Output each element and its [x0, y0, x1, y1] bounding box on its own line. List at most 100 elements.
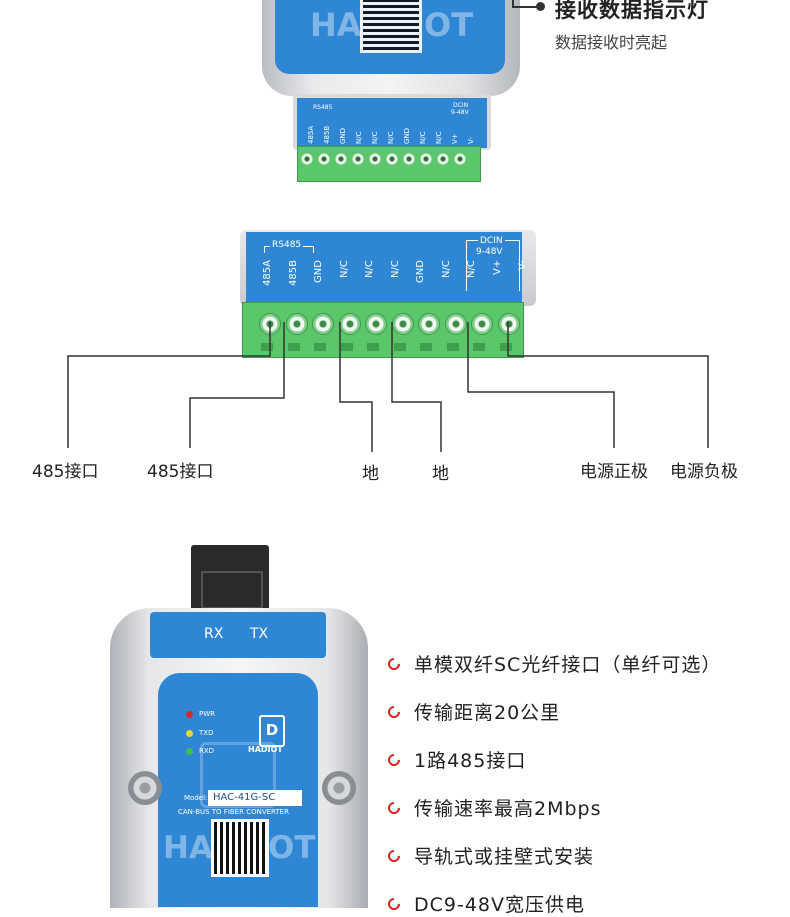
- top-terminal-screw: [386, 153, 398, 165]
- screw-row: [243, 313, 523, 337]
- model-value: HAC-41G-SC: [213, 792, 276, 803]
- port-panel: RX TX: [150, 612, 326, 658]
- bullet-icon: [385, 895, 403, 912]
- watermark-logo-icon: [200, 742, 276, 808]
- top-terminal-screw: [335, 153, 347, 165]
- feature-item: 传输速率最高2Mbps: [385, 794, 602, 821]
- fiber-connector: [191, 545, 269, 615]
- tx-label: TX: [250, 626, 269, 642]
- top-rs485-label: RS485: [313, 104, 333, 111]
- bullet-icon: [385, 703, 403, 720]
- top-terminal-screw: [369, 153, 381, 165]
- feature-item: 单模双纤SC光纤接口（单纤可选）: [385, 650, 722, 677]
- led-txd: [186, 730, 193, 737]
- led-pwr-label: PWR: [199, 710, 216, 718]
- callout-gnd1: 地: [362, 464, 379, 484]
- top-screw-row: [301, 153, 466, 165]
- model-box: HAC-41G-SC: [208, 790, 302, 806]
- terminal-screw: [365, 313, 387, 335]
- terminal-tab: [393, 343, 406, 351]
- terminal-tab: [261, 343, 273, 351]
- model-prefix: Model:: [184, 794, 208, 802]
- device-brand-right: OT: [268, 830, 316, 866]
- device-qr-code: [211, 819, 269, 877]
- rx-label: RX: [204, 626, 224, 642]
- terminal-screw: [338, 313, 361, 335]
- line-vplus: [467, 322, 615, 448]
- top-brand-right: OT: [424, 6, 474, 44]
- callout-vplus: 电源正极: [580, 462, 648, 482]
- callout-vminus: 电源负极: [670, 462, 738, 482]
- terminal-screw: [418, 313, 440, 335]
- top-terminal-screw: [318, 153, 330, 165]
- line-vminus: [507, 322, 709, 448]
- terminal-tab: [340, 343, 353, 351]
- tab-row: [243, 343, 523, 353]
- top-terminal-screw: [301, 153, 313, 165]
- bullet-icon: [385, 751, 403, 768]
- right-mount-screw: [322, 771, 356, 805]
- feature-text: DC9-48V宽压供电: [414, 894, 586, 916]
- terminal-screw: [285, 313, 308, 335]
- left-mount-screw: [128, 771, 162, 805]
- led-pwr: [186, 711, 193, 718]
- led-rxd: [186, 748, 193, 755]
- top-terminal-screw: [420, 153, 432, 165]
- terminal-tab: [314, 343, 326, 351]
- indicator-title: 接收数据指示灯: [555, 0, 709, 22]
- terminal-tab: [367, 343, 379, 351]
- indicator-pointer-line-h: [512, 6, 540, 8]
- terminal-screw: [444, 313, 467, 335]
- led-txd-label: TXD: [199, 729, 214, 737]
- voltage-label: 9-48V: [476, 247, 503, 257]
- top-terminal-screw: [403, 153, 415, 165]
- terminal-tab: [287, 343, 300, 351]
- feature-text: 导轨式或挂壁式安装: [414, 846, 595, 868]
- indicator-pointer-line: [512, 0, 514, 7]
- fiber-connector-inner: [201, 571, 263, 609]
- bullet-icon: [385, 655, 403, 672]
- indicator-pointer-dot: [536, 2, 545, 11]
- terminal-tab: [473, 343, 485, 351]
- feature-text: 1路485接口: [414, 750, 527, 772]
- feature-item: 导轨式或挂壁式安装: [385, 842, 595, 869]
- terminal-block: [242, 302, 524, 358]
- top-qr-code: [360, 0, 422, 53]
- callout-485b: 485接口: [147, 462, 214, 482]
- line-gnd1: [339, 322, 373, 452]
- device-subtitle: CAN-BUS TO FIBER CONVERTER: [178, 808, 289, 816]
- terminal-screw: [471, 313, 493, 335]
- line-485b: [189, 322, 285, 448]
- feature-text: 传输距离20公里: [414, 702, 561, 724]
- top-voltage-label: 9-48V: [451, 109, 469, 116]
- feature-text: 单模双纤SC光纤接口（单纤可选）: [414, 654, 722, 676]
- led-rxd-label: RXD: [199, 747, 215, 755]
- terminal-screw: [312, 313, 334, 335]
- terminal-tab: [420, 343, 432, 351]
- dcin-label: DCIN: [478, 236, 505, 246]
- callout-lines: [67, 322, 709, 452]
- rs485-label: RS485: [270, 240, 304, 250]
- top-terminal-screw: [454, 153, 466, 165]
- callout-gnd2: 地: [432, 464, 449, 484]
- feature-item: 传输距离20公里: [385, 698, 561, 725]
- terminal-tab: [446, 343, 459, 351]
- terminal-tab: [499, 343, 512, 351]
- top-terminal-block: [297, 146, 481, 182]
- bullet-icon: [385, 847, 403, 864]
- bullet-icon: [385, 799, 403, 816]
- line-485a: [67, 322, 271, 448]
- callout-485a: 485接口: [32, 462, 99, 482]
- feature-item: 1路485接口: [385, 746, 527, 773]
- line-gnd2: [391, 322, 442, 452]
- logo-text: HADIOT: [248, 745, 283, 754]
- feature-text: 传输速率最高2Mbps: [414, 798, 602, 820]
- indicator-desc: 数据接收时亮起: [555, 33, 668, 52]
- feature-item: DC9-48V宽压供电: [385, 890, 586, 917]
- top-brand-left: HA: [310, 6, 362, 44]
- device-brand-left: HA: [163, 830, 213, 866]
- top-terminal-screw: [352, 153, 364, 165]
- top-terminal-screw: [437, 153, 449, 165]
